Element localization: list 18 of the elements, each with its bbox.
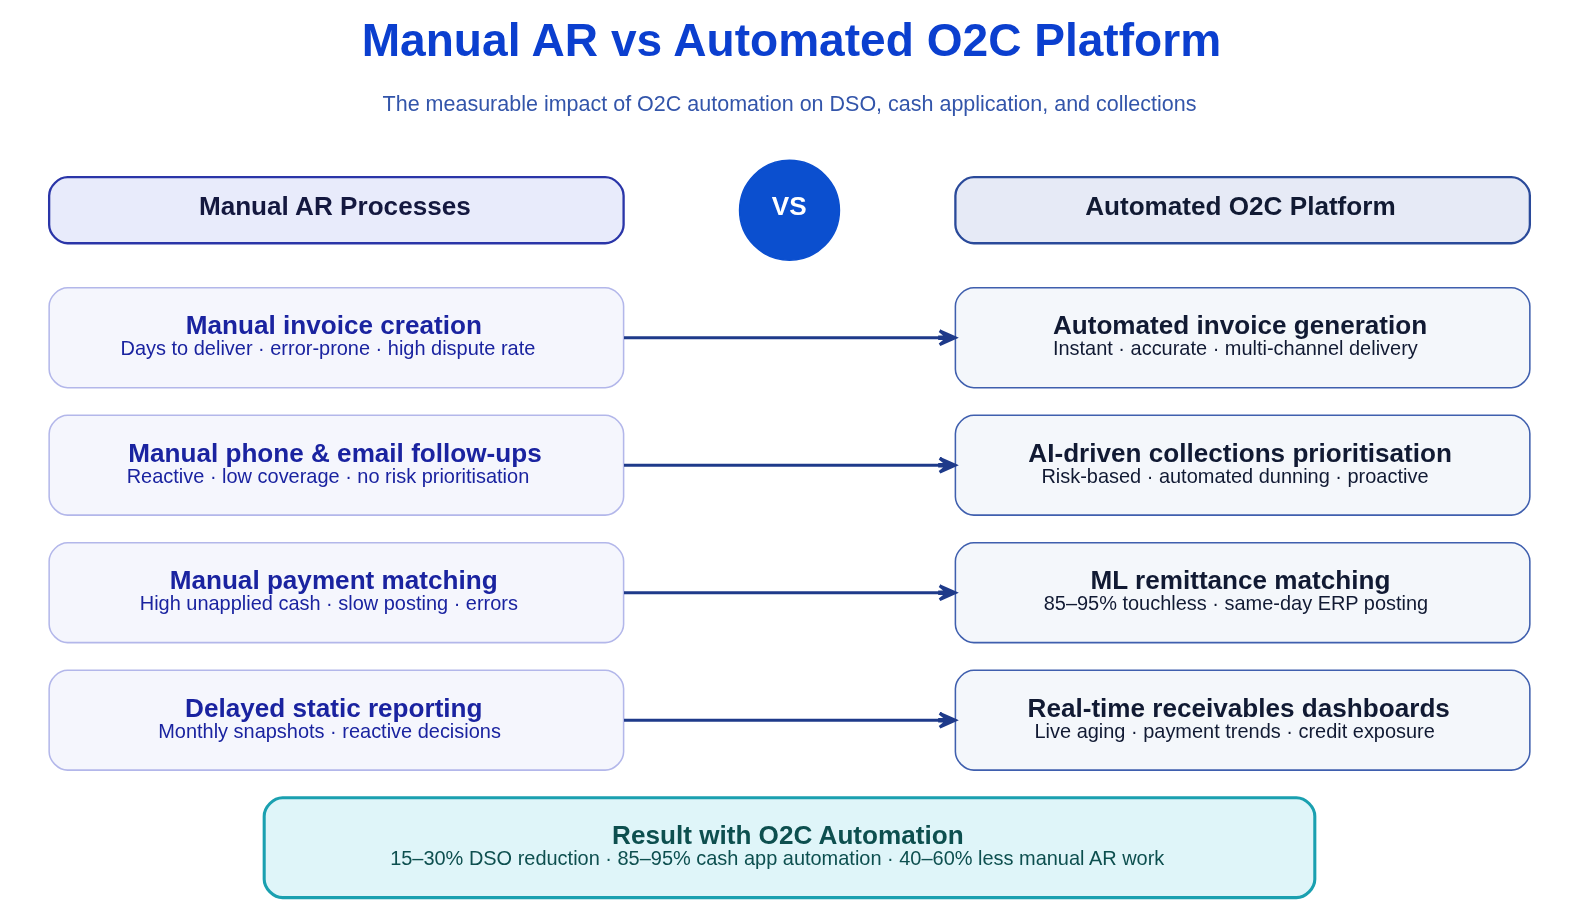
label: The measurable impact of O2C automation on DSO, cash application, and collections [382,91,1196,116]
node-box: Automated O2C Platform [953,176,1531,245]
arrow [623,329,957,347]
node-box: Manual AR Processes [47,176,625,245]
arrow [623,456,957,474]
node-box: Manual invoice creation Days to deliver · error-prone · high dispute rate [47,287,624,389]
node-box: AI-driven collections prioritisation Risk-based · automated dunning · proactive [954,414,1531,516]
node-box: Result with O2C Automation 15–30% DSO reduction · 85–95% cash app automation · 40–60% less manual AR work [262,796,1316,900]
node-box: Real-time receivables dashboards Live aging · payment trends · credit exposure [954,669,1531,771]
node-box: Manual phone & email follow-ups Reactive · low coverage · no risk prioritisation [47,414,624,516]
diagram-title: Manual AR vs Automated O2C Platform [361,13,1221,66]
node-circle: VS [738,159,840,261]
arrow [623,711,957,729]
node-box: Delayed static reporting Monthly snapshots · reactive decisions [47,669,624,771]
node-box: Manual payment matching High unapplied cash · slow posting · errors [47,542,624,644]
node-box: Automated invoice generation Instant · accurate · multi-channel delivery [954,287,1531,389]
node-box: ML remittance matching 85–95% touchless · same-day ERP posting [954,542,1531,644]
arrow [623,584,957,602]
